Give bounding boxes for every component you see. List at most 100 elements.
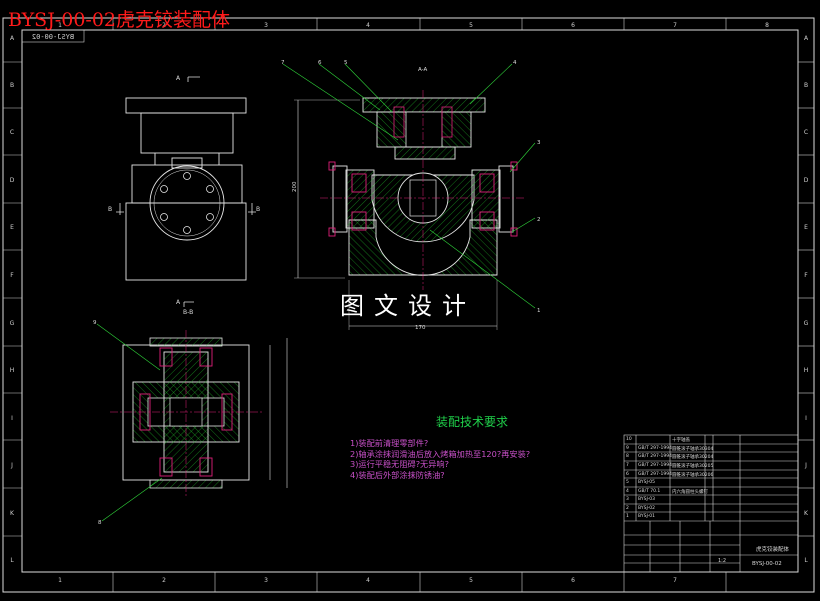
column-mark: 1 [58, 22, 62, 29]
row-mark: I [805, 415, 807, 422]
bom-name: 圆锥滚子轴承30206 [672, 473, 714, 478]
row-mark: B [804, 82, 808, 89]
title-block [623, 434, 799, 573]
row-mark: L [804, 557, 808, 564]
balloon: 2 [537, 217, 541, 223]
row-mark: H [804, 367, 809, 374]
view-label-bb: B-B [183, 309, 193, 316]
bom-code: GB/T 70.1 [638, 489, 661, 494]
bom-name: 内六角圆柱头螺钉 [672, 490, 708, 495]
bom-code: BYSJ-03 [638, 497, 655, 502]
stamp-code-box: BYSJ-00-02 [21, 29, 85, 43]
row-mark: F [10, 272, 14, 279]
row-mark: K [804, 510, 809, 517]
section-b-b-view [96, 323, 288, 522]
column-mark: 3 [264, 22, 268, 29]
balloon: 9 [93, 320, 97, 326]
row-mark: A [10, 35, 15, 42]
bom-code: GB/T 297-1994 [638, 463, 672, 468]
row-mark: F [804, 272, 808, 279]
row-mark: I [11, 415, 13, 422]
column-mark: 1 [58, 577, 62, 584]
requirement-item: 3)运行平稳无阻碍?无异响? [350, 459, 449, 469]
balloon: 8 [98, 520, 102, 526]
requirement-item: 2)轴承涂抹润滑油后放入烤箱加热至120?再安装? [350, 448, 531, 459]
bom-no: 8 [626, 454, 629, 459]
bom-no: 10 [626, 437, 632, 442]
row-mark: E [804, 224, 808, 231]
bom-no: 6 [626, 472, 629, 477]
column-mark: 6 [571, 22, 575, 29]
column-mark: 5 [469, 22, 473, 29]
bom-name: 圆锥滚子轴承30205 [672, 464, 714, 469]
requirements-list: 1)装配前清理零部件? 2)轴承涂抹润滑油后放入烤箱加热至120?再安装? 3)… [350, 438, 530, 480]
balloon: 1 [537, 308, 541, 314]
column-labels: 1 2 3 4 5 6 7 8 1 2 3 4 5 6 7 [58, 22, 769, 584]
row-mark: E [10, 224, 14, 231]
view-label-b: B [256, 206, 260, 213]
row-mark: K [10, 510, 15, 517]
bom-no: 9 [626, 446, 629, 451]
column-mark: 2 [162, 22, 166, 29]
bom-code: BYSJ-05 [638, 480, 655, 485]
row-mark: D [10, 177, 15, 184]
balloon: 3 [537, 140, 541, 146]
bom-code: GB/T 297-1994 [638, 454, 672, 459]
bom-no: 4 [626, 489, 629, 494]
row-mark: B [10, 82, 14, 89]
bom-name: 十字轴盖 [672, 438, 690, 443]
column-mark: 4 [366, 22, 370, 29]
column-mark: 8 [765, 22, 769, 29]
view-label-a: A [176, 299, 181, 306]
row-mark: C [10, 129, 14, 136]
row-mark: D [804, 177, 809, 184]
zone-ticks [3, 18, 814, 592]
stamp-code: BYSJ-00-02 [32, 33, 74, 41]
row-mark: J [10, 462, 13, 469]
row-mark: J [804, 462, 807, 469]
title-block-name: 虎克铰装配体 [756, 547, 790, 553]
balloon: 5 [344, 60, 348, 66]
row-mark: A [804, 35, 809, 42]
column-mark: 5 [469, 577, 473, 584]
bom-no: 3 [626, 497, 629, 502]
dimension-width: 170 [415, 325, 426, 331]
bom-no: 1 [626, 514, 629, 519]
bom-code: BYSJ-02 [638, 506, 655, 511]
view-label-a: A [176, 75, 181, 82]
bom-no: 2 [626, 506, 629, 511]
balloon: 7 [281, 60, 285, 66]
row-mark: G [804, 320, 809, 327]
bom-code: BYSJ-01 [638, 514, 655, 519]
title-block-code: BYSJ-00-02 [752, 561, 782, 567]
requirement-item: 1)装配前清理零部件? [350, 438, 429, 448]
requirement-item: 4)装配后外部涂抹防锈油? [350, 469, 445, 480]
requirements-title: 装配技术要求 [436, 415, 509, 429]
row-mark: G [10, 320, 15, 327]
column-mark: 7 [673, 22, 677, 29]
column-mark: 6 [571, 577, 575, 584]
row-mark: C [804, 129, 808, 136]
balloon: 6 [318, 60, 322, 66]
bom-code: GB/T 297-1994 [638, 446, 672, 451]
section-label: A-A [418, 67, 428, 73]
column-mark: 2 [162, 577, 166, 584]
bom-name: 圆锥滚子轴承30204 [672, 455, 714, 460]
inner-border [21, 29, 799, 573]
outer-border [2, 17, 815, 593]
balloon: 4 [513, 60, 517, 66]
column-mark: 4 [366, 577, 370, 584]
title-block-scale: 1:2 [718, 558, 727, 564]
bom-no: 5 [626, 480, 629, 485]
bom-code: GB/T 297-1994 [638, 472, 672, 477]
row-mark: H [10, 367, 15, 374]
bom-no: 7 [626, 463, 629, 468]
dimension-height: 200 [292, 181, 298, 192]
watermark-text: 图文设计 [340, 292, 476, 320]
column-mark: 7 [673, 577, 677, 584]
side-view [116, 76, 256, 307]
row-labels: A B C D E F G H I J K L A B C D E F G H … [10, 35, 809, 564]
view-label-b: B [108, 206, 112, 213]
column-mark: 3 [264, 577, 268, 584]
